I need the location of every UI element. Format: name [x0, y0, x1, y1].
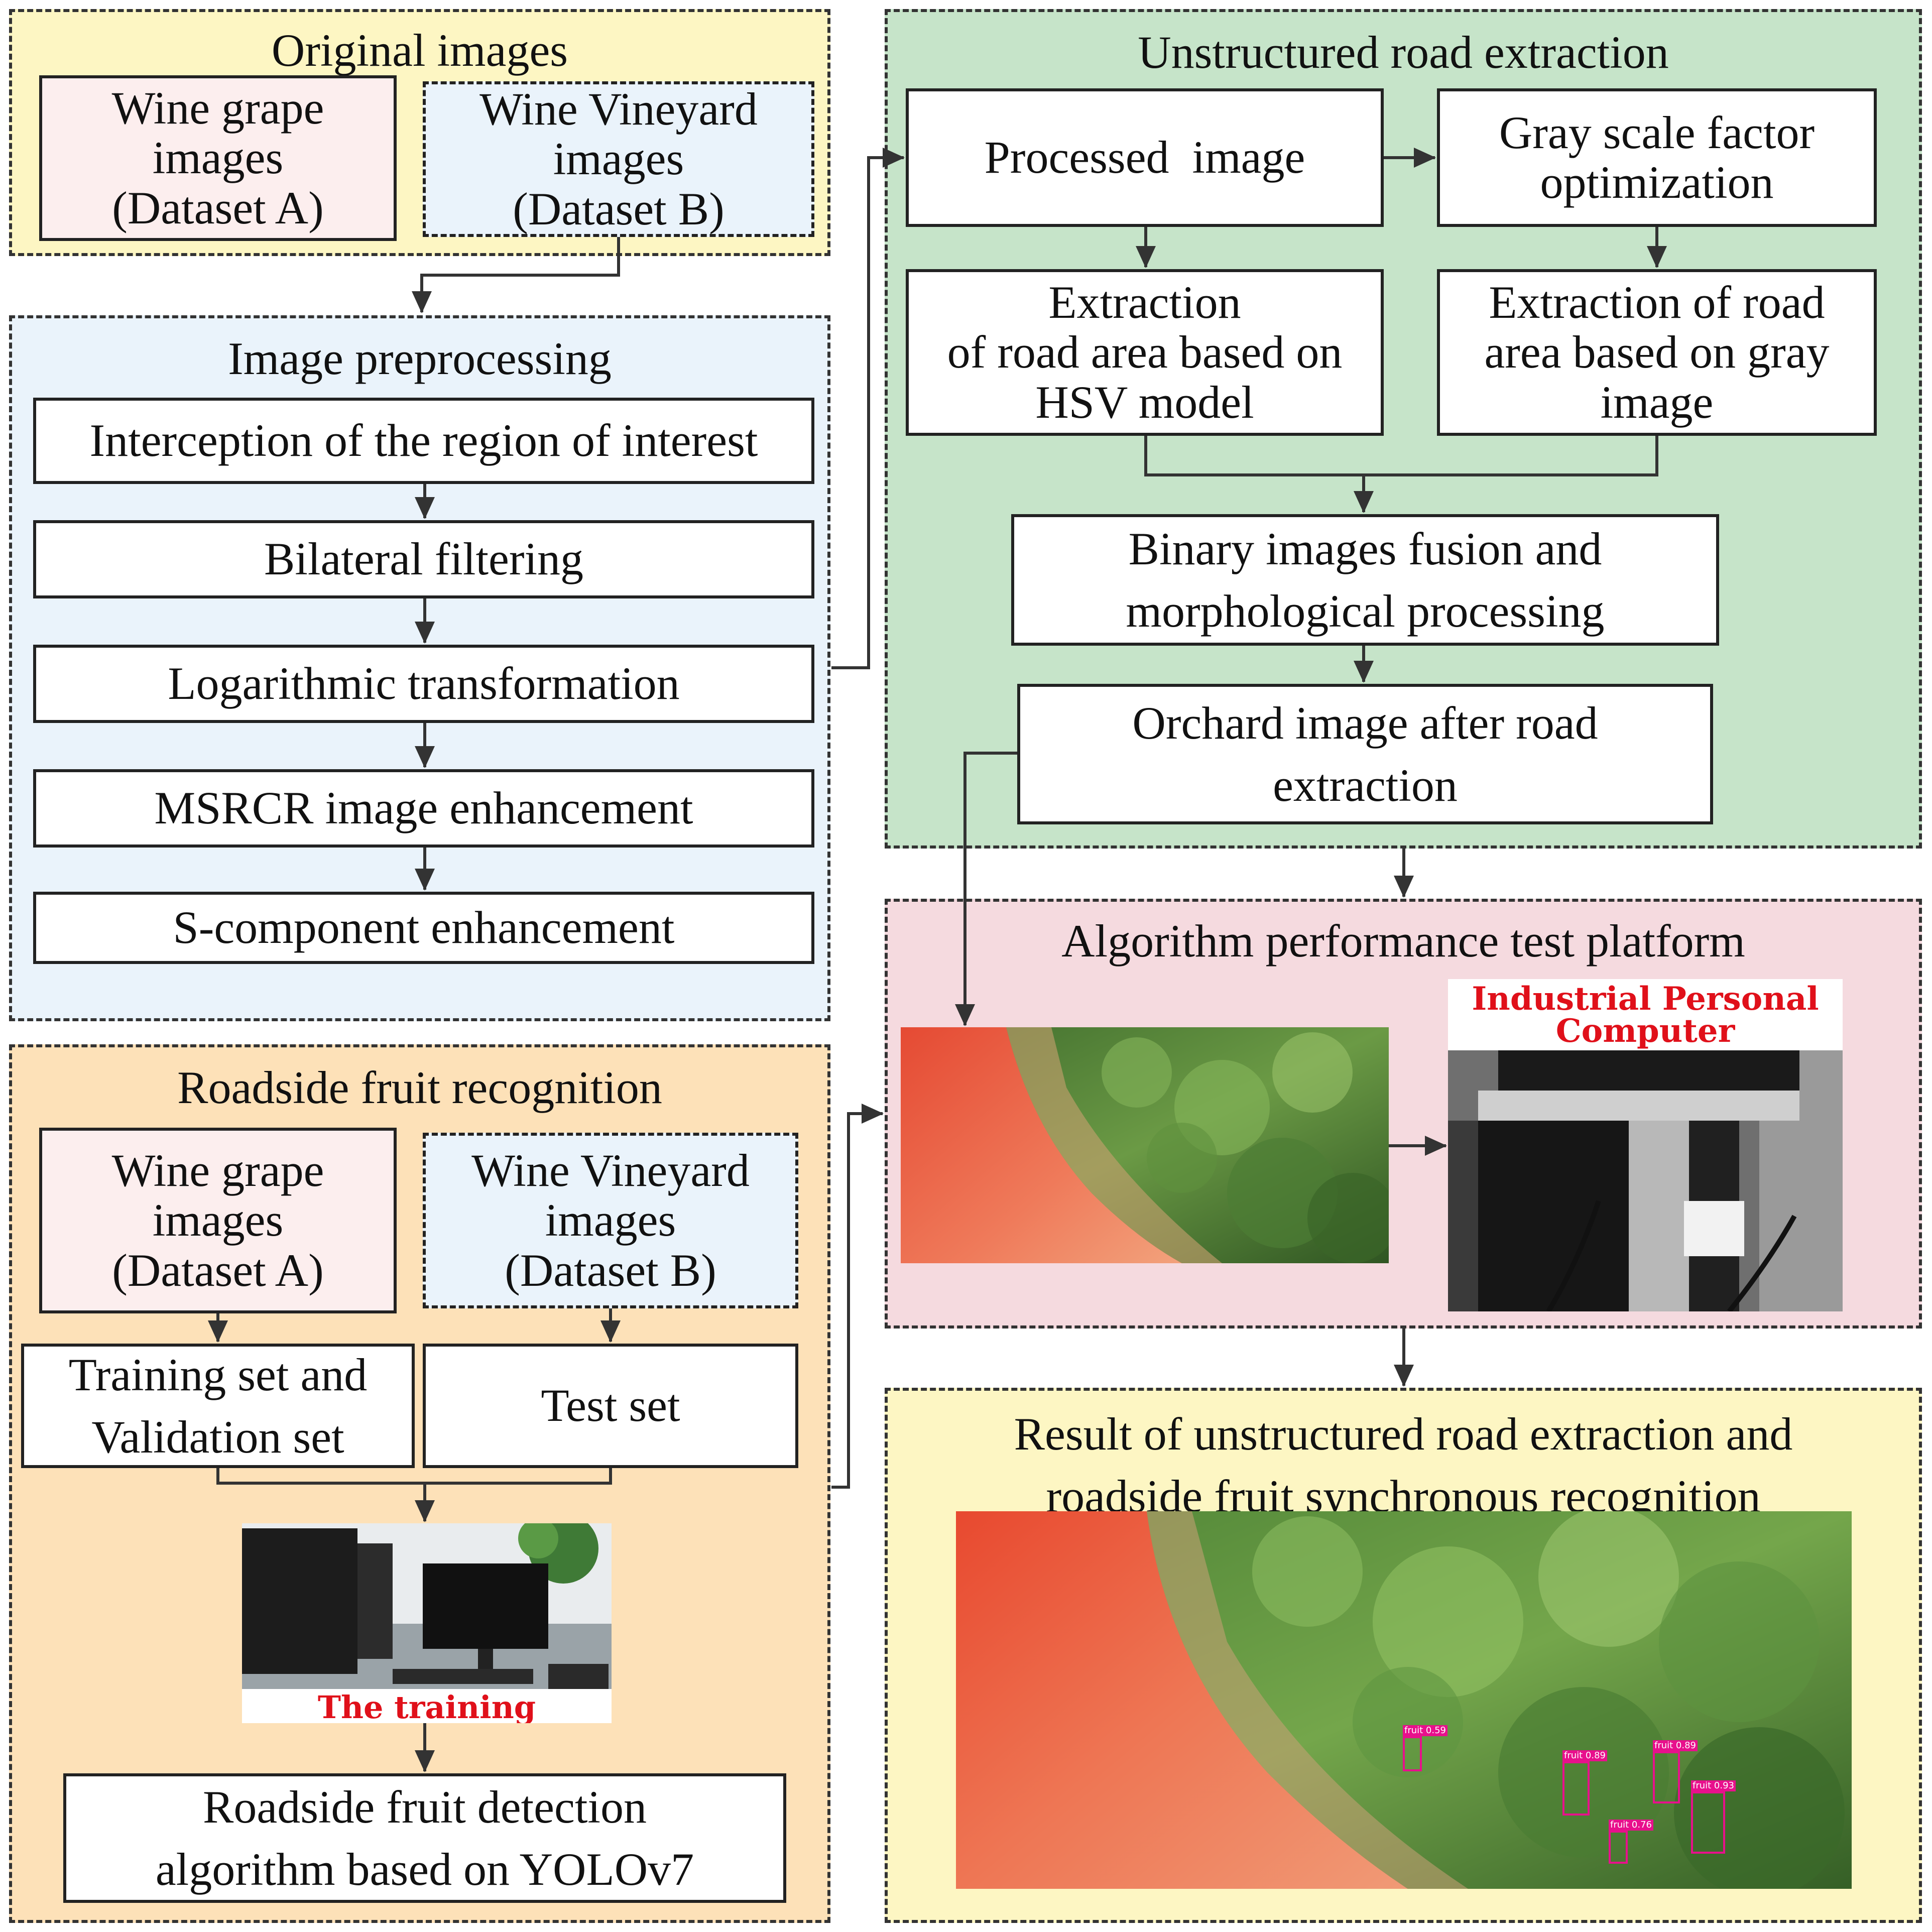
rec-dataset-a-box: Wine grape images (Dataset A): [39, 1128, 397, 1313]
industrial-pc-label: Industrial Personal Computer: [1472, 980, 1819, 1050]
fusion-box: Binary images fusion and morphological p…: [1011, 514, 1719, 646]
orchard-image-box: Orchard image after road extraction: [1017, 684, 1713, 824]
gray-factor-box: Gray scale factor optimization: [1437, 88, 1877, 227]
step-msrcr-box: MSRCR image enhancement: [33, 769, 814, 848]
dataset-b-label: Wine Vineyard images (Dataset B): [479, 83, 758, 234]
fruit-recognition-title: Roadside fruit recognition: [177, 1062, 662, 1113]
fruit-detection-box: fruit 0.93: [1691, 1780, 1736, 1854]
gray-extraction-box: Extraction of road area based on gray im…: [1437, 269, 1877, 436]
step-msrcr-label: MSRCR image enhancement: [154, 782, 693, 834]
result-photo: fruit 0.59 fruit 0.89 fruit 0.89 fruit 0…: [956, 1511, 1852, 1889]
step-bilateral-box: Bilateral filtering: [33, 520, 814, 598]
train-val-label: Training set and Validation set: [68, 1349, 368, 1463]
rec-dataset-b-label: Wine Vineyard images (Dataset B): [471, 1144, 750, 1296]
test-set-label: Test set: [541, 1380, 680, 1431]
training-platform-photo: The training platform: [242, 1523, 612, 1723]
training-platform-label: The training platform: [317, 1689, 536, 1724]
gray-extraction-label: Extraction of road area based on gray im…: [1484, 276, 1830, 428]
dataset-a-label: Wine grape images (Dataset A): [111, 82, 324, 233]
industrial-pc-photo: Industrial Personal Computer: [1448, 979, 1843, 1311]
preprocessing-title: Image preprocessing: [228, 333, 612, 384]
original-images-title: Original images: [271, 25, 568, 76]
yolov7-detection-box: Roadside fruit detection algorithm based…: [63, 1773, 786, 1903]
processed-image-label: Processed image: [984, 132, 1305, 183]
hsv-extraction-box: Extraction of road area based on HSV mod…: [906, 269, 1384, 436]
orchard-image-label: Orchard image after road extraction: [1132, 697, 1598, 811]
step-bilateral-label: Bilateral filtering: [264, 533, 584, 585]
dataset-a-box: Wine grape images (Dataset A): [39, 75, 397, 241]
road-extraction-title: Unstructured road extraction: [1138, 27, 1669, 78]
fusion-label: Binary images fusion and morphological p…: [1126, 523, 1605, 637]
yolov7-detection-label: Roadside fruit detection algorithm based…: [155, 1781, 694, 1895]
step-roi-box: Interception of the region of interest: [33, 398, 814, 484]
fruit-detection-box: fruit 0.89: [1562, 1750, 1608, 1816]
fruit-detection-box: fruit 0.59: [1403, 1725, 1448, 1771]
step-s-component-box: S-component enhancement: [33, 892, 814, 964]
gray-factor-label: Gray scale factor optimization: [1499, 106, 1815, 208]
fruit-detection-box: fruit 0.89: [1653, 1740, 1698, 1803]
rec-dataset-a-label: Wine grape images (Dataset A): [111, 1144, 324, 1296]
train-val-box: Training set and Validation set: [21, 1344, 415, 1468]
step-s-component-label: S-component enhancement: [173, 902, 675, 953]
training-platform-image: [242, 1523, 612, 1689]
step-log-label: Logarithmic transformation: [168, 658, 680, 709]
step-log-box: Logarithmic transformation: [33, 645, 814, 723]
industrial-pc-image: [1448, 1050, 1843, 1311]
step-roi-label: Interception of the region of interest: [89, 415, 758, 466]
rec-dataset-b-box: Wine Vineyard images (Dataset B): [423, 1133, 798, 1308]
test-set-box: Test set: [423, 1344, 798, 1468]
dataset-b-box: Wine Vineyard images (Dataset B): [423, 81, 814, 237]
fruit-detection-box: fruit 0.76: [1609, 1820, 1654, 1864]
processed-image-box: Processed image: [906, 88, 1384, 227]
orchard-road-photo: [901, 1027, 1389, 1263]
test-platform-title: Algorithm performance test platform: [1061, 915, 1745, 967]
hsv-extraction-label: Extraction of road area based on HSV mod…: [947, 276, 1343, 428]
